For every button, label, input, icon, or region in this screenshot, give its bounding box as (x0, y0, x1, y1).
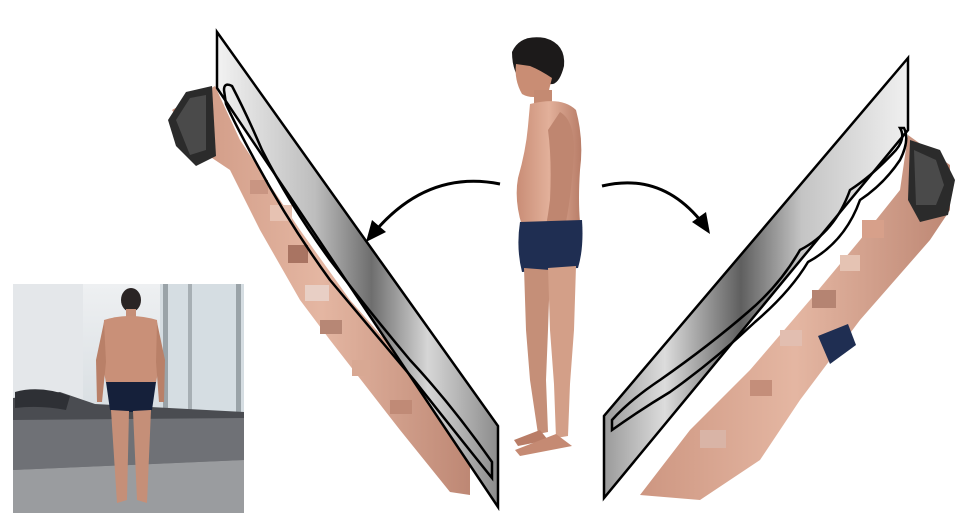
photo-person-right-leg (133, 410, 151, 503)
left-pixel-block (352, 360, 370, 376)
photo-person-left-arm (96, 322, 106, 402)
right-pixel-block (750, 380, 772, 396)
window-mullion-2 (188, 284, 192, 424)
photo-person (96, 288, 165, 503)
input-photo (13, 284, 244, 513)
center-back-leg (524, 268, 550, 434)
left-arrow-head (366, 220, 386, 242)
photo-person-head (121, 288, 141, 312)
window-mullion-1 (163, 284, 168, 424)
left-plane (215, 28, 500, 512)
photo-person-underwear (106, 382, 156, 412)
center-back-foot (514, 430, 548, 446)
photo-person-left-leg (111, 410, 129, 503)
left-pixel-block (305, 285, 329, 301)
curved-arrow-left-icon (366, 179, 501, 242)
right-arrow-shaft (601, 181, 702, 221)
photo-bed-side (13, 460, 244, 513)
photo-person-right-arm (156, 322, 165, 402)
window-mullion-3 (236, 284, 241, 424)
photo-person-torso (102, 316, 160, 383)
center-face (515, 64, 552, 97)
right-pixel-block (780, 330, 802, 346)
right-rotated-view (602, 54, 955, 502)
left-pixel-block (250, 180, 268, 194)
center-underwear (518, 220, 583, 272)
left-pixel-block (390, 400, 412, 414)
photo-pillow (15, 389, 70, 410)
right-plane (602, 54, 910, 502)
left-rotated-view (168, 28, 500, 512)
right-hair-highlight (914, 150, 944, 205)
center-person (512, 37, 583, 456)
left-arrow-shaft (376, 179, 501, 230)
photo-bed-blanket (13, 418, 244, 470)
right-pixel-block (840, 255, 860, 271)
left-contour (222, 83, 494, 482)
right-pixel-block (862, 220, 884, 238)
right-arrow-head (692, 212, 710, 234)
curved-arrow-right-icon (601, 181, 710, 234)
left-pixel-block (288, 245, 308, 263)
left-hair-highlight (176, 95, 206, 155)
center-front-leg (548, 266, 576, 438)
right-pixel-block (700, 430, 726, 448)
photo-window (160, 284, 244, 424)
right-pixel-block (812, 290, 836, 308)
center-front-foot (515, 434, 572, 456)
left-pixel-block (320, 320, 342, 334)
photo-person-neck (126, 309, 136, 317)
right-underwear-texture (818, 324, 856, 364)
right-contour (610, 126, 908, 433)
